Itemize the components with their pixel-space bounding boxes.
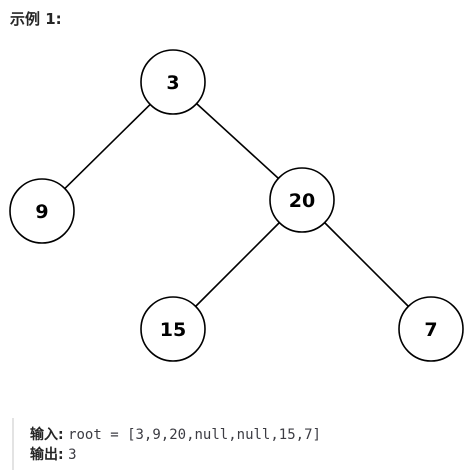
- tree-node-circle: [269, 167, 335, 233]
- tree-node-3: 3: [140, 49, 206, 115]
- tree-node-label: 3: [166, 72, 179, 94]
- tree-node-label: 15: [160, 319, 186, 341]
- tree-node-15: 15: [140, 296, 206, 362]
- tree-node-20: 20: [269, 167, 335, 233]
- tree-node-circle: [9, 178, 75, 244]
- output-line: 输出: 3: [30, 445, 466, 465]
- tree-node-label: 7: [424, 319, 437, 341]
- tree-node-label: 9: [35, 201, 48, 223]
- example-io-block: 输入: root = [3,9,20,null,null,15,7] 输出: 3: [12, 418, 466, 470]
- example-heading: 示例 1:: [10, 10, 62, 28]
- tree-node-circle: [140, 296, 206, 362]
- tree-node-7: 7: [398, 296, 464, 362]
- output-label: 输出:: [30, 447, 64, 463]
- input-label: 输入:: [30, 427, 64, 443]
- tree-edges: [64, 103, 409, 307]
- input-value: root = [3,9,20,null,null,15,7]: [68, 427, 321, 443]
- tree-edge-20-15: [195, 222, 280, 307]
- tree-node-circle: [140, 49, 206, 115]
- tree-nodes: 3 9 20 15 7: [9, 49, 464, 362]
- tree-node-circle: [398, 296, 464, 362]
- tree-edge-20-7: [324, 222, 409, 307]
- tree-edge-3-9: [64, 103, 151, 190]
- binary-tree-diagram: 3 9 20 15 7: [9, 49, 464, 362]
- output-value: 3: [68, 447, 77, 463]
- tree-edge-3-20: [196, 103, 279, 179]
- input-line: 输入: root = [3,9,20,null,null,15,7]: [30, 425, 466, 445]
- tree-node-label: 20: [289, 190, 315, 212]
- tree-node-9: 9: [9, 178, 75, 244]
